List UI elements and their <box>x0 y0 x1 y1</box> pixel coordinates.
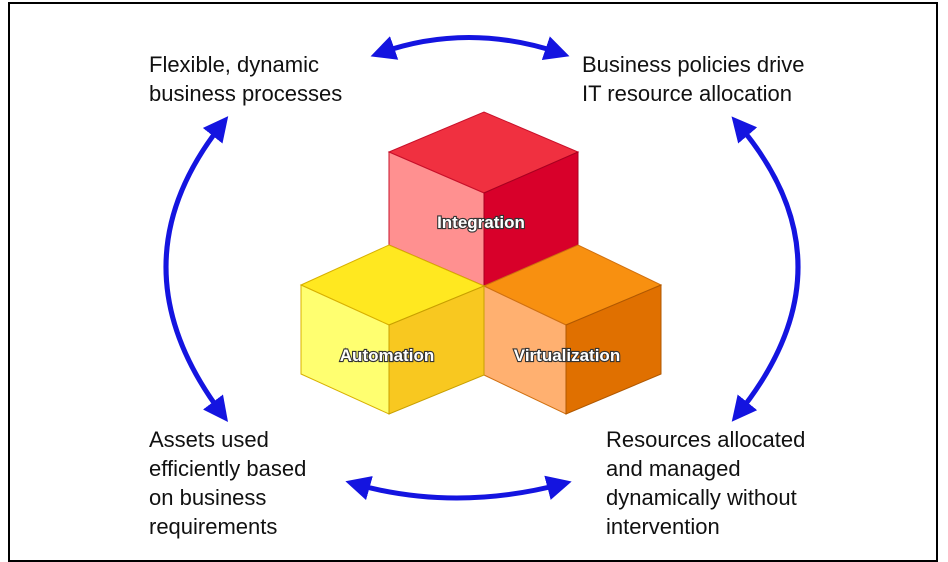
integration-cube: Integration <box>387 111 580 287</box>
virtualization-cube-right <box>565 284 662 415</box>
automation-cube: Automation <box>299 244 486 415</box>
integration-label: Integration <box>437 213 525 232</box>
automation-label: Automation <box>340 346 434 365</box>
caption-resources-allocated: Resources allocated and managed dynamica… <box>606 427 806 539</box>
arrow-right <box>731 116 801 422</box>
arrow-left <box>163 116 229 422</box>
virtualization-cube: Virtualization <box>482 244 663 415</box>
virtualization-label: Virtualization <box>514 346 620 365</box>
arrow-bottom <box>345 475 572 501</box>
arrow-top <box>370 35 570 61</box>
caption-flexible-processes: Flexible, dynamic business processes <box>149 52 343 106</box>
caption-assets-used: Assets used efficiently based on busines… <box>149 427 307 539</box>
caption-business-policies: Business policies drive IT resource allo… <box>582 52 805 106</box>
automation-cube-right <box>388 285 485 415</box>
